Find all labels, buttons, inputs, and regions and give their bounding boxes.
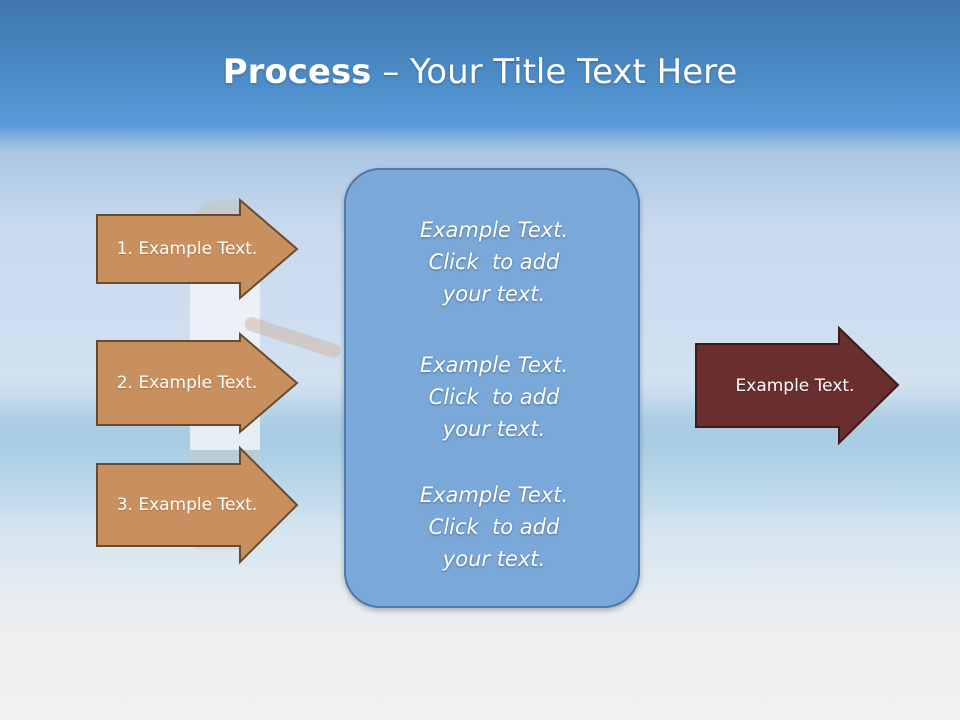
step-arrow-3-label: 3. Example Text. (116, 495, 258, 515)
center-text-line: your text. (442, 547, 546, 571)
step-arrow-3-shape (96, 445, 299, 565)
center-text-line: Example Text. (419, 353, 569, 377)
center-text-line: your text. (442, 417, 546, 441)
center-text-block-1[interactable]: Example Text. Click to add your text. (346, 214, 642, 310)
center-text-line: your text. (442, 282, 546, 306)
title-rest: – Your Title Text Here (371, 52, 738, 92)
result-arrow-shape (695, 325, 900, 446)
title-bold: Process (222, 52, 372, 92)
center-text-line: Click to add (428, 385, 560, 409)
step-arrow-2[interactable]: 2. Example Text. (96, 331, 299, 435)
step-arrow-2-shape (96, 331, 299, 435)
result-arrow[interactable]: Example Text. (695, 325, 900, 446)
step-arrow-2-label: 2. Example Text. (116, 373, 258, 393)
center-text-block-3[interactable]: Example Text. Click to add your text. (346, 479, 642, 575)
slide-title[interactable]: Process – Your Title Text Here (0, 52, 960, 92)
center-text-line: Example Text. (419, 483, 569, 507)
result-arrow-label: Example Text. (735, 375, 855, 396)
step-arrow-1[interactable]: 1. Example Text. (96, 197, 299, 301)
center-text-line: Example Text. (419, 218, 569, 242)
center-text-block-2[interactable]: Example Text. Click to add your text. (346, 349, 642, 445)
step-arrow-1-shape (96, 197, 299, 301)
center-text-line: Click to add (428, 250, 560, 274)
step-arrow-1-label: 1. Example Text. (116, 239, 258, 259)
step-arrow-3[interactable]: 3. Example Text. (96, 445, 299, 565)
center-text-line: Click to add (428, 515, 560, 539)
center-content-box[interactable]: Example Text. Click to add your text. Ex… (344, 168, 640, 608)
